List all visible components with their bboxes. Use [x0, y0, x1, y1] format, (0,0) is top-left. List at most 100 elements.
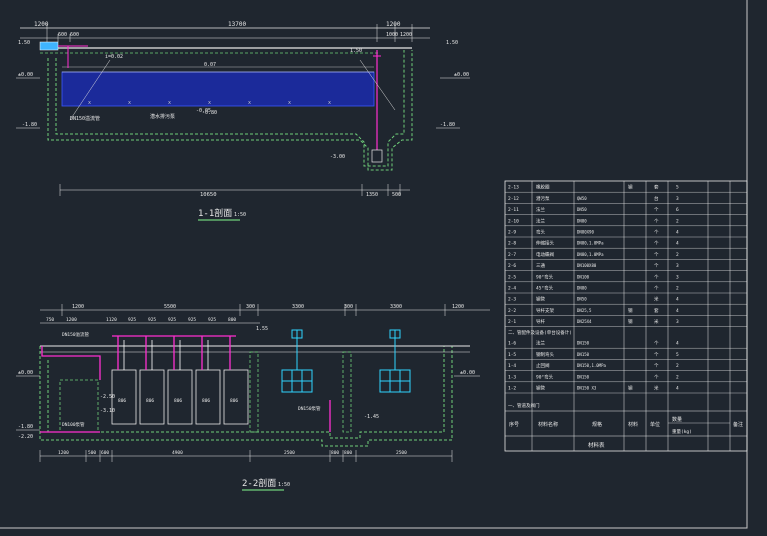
table-cell: 4 [676, 241, 679, 247]
table-cell: 止回阀 [536, 362, 550, 369]
table-cell: DN80,1.0MPa [577, 241, 604, 246]
table-cell: DN150 X3 [577, 386, 597, 391]
s2-dim-top-0: 1200 [72, 304, 84, 310]
table-cell: 3 [676, 319, 679, 325]
svg-text:x: x [208, 100, 211, 106]
table-cell: DN80 [577, 218, 587, 223]
s2-dim-sub-3: 925 [128, 317, 136, 323]
table-cell: 2-10 [508, 218, 519, 224]
table-cell: 4 [676, 297, 679, 303]
s1-note-pump: 潜水排污泵 [150, 113, 175, 120]
table-cell: 2-7 [508, 252, 516, 258]
table-cell: 2-3 [508, 297, 516, 303]
s2-dim-top-1: 5500 [164, 304, 176, 310]
section-2-2: 1200 5500 300 3300 300 3300 1200 750 120… [16, 304, 490, 491]
s1-elev-left: ±0.00 [18, 72, 33, 78]
table-cell: QW50 [577, 196, 587, 201]
table-cell: 套 [654, 184, 659, 191]
s2-dim-sub-6: 925 [188, 317, 196, 323]
table-cell: 法兰 [536, 340, 545, 347]
s2-dim-bottom-3: 4900 [172, 450, 183, 456]
s2-dim-bottom-2: 600 [101, 450, 109, 456]
s2-dim-sub-4: 925 [148, 317, 156, 323]
table-cell: 2-8 [508, 241, 516, 247]
svg-text:x: x [288, 100, 291, 106]
table-cell: DN150,1.0MPa [577, 363, 606, 368]
svg-text:x: x [88, 100, 91, 106]
table-cell: 2-6 [508, 263, 516, 269]
table-section-a: 二、管配件及设备(单台设备计) [508, 329, 572, 336]
table-header-4: 单位 [650, 421, 660, 428]
table-cell: 2 [676, 218, 679, 224]
s1-scale: 1:50 [234, 212, 246, 218]
s1-title: 1-1剖面 [198, 207, 232, 219]
table-cell: 2 [676, 374, 679, 380]
table-cell: 个 [654, 363, 659, 369]
table-cell: 2 [676, 363, 679, 369]
s2-dim-top-2: 300 [246, 304, 255, 310]
table-cell: 导杆支架 [536, 307, 554, 314]
table-cell: 三通 [536, 262, 545, 269]
table-cell: 橡胶圈 [536, 184, 550, 191]
s1-dim-top-0: 1200 [34, 21, 49, 28]
s2-dim-bottom-6: 800 [344, 450, 352, 456]
table-header-2: 规格 [592, 421, 602, 428]
s2-elev-mid2: -2.50 [100, 394, 115, 400]
table-cell: 米 [654, 385, 659, 392]
table-header-5: 数量 [672, 416, 682, 423]
table-cell: 3 [676, 274, 679, 280]
table-cell: 2-2 [508, 308, 516, 314]
table-cell: 5 [676, 185, 679, 191]
table-cell: 米 [654, 296, 659, 303]
table-cell: 3 [676, 196, 679, 202]
table-cell: 米 [654, 318, 659, 325]
s2-elev-low-left2: -2.20 [18, 434, 33, 440]
s2-dim-top-6: 1200 [452, 304, 464, 310]
table-cell: 法兰 [536, 206, 545, 213]
table-cell: 1-6 [508, 341, 516, 347]
s1-elev-top-right: 1.50 [446, 40, 458, 46]
frame-border [0, 0, 748, 529]
table-cell: 钢制弯头 [536, 351, 554, 358]
table-cell: 导杆 [536, 318, 545, 325]
table-subheader: 重量(kg) [672, 428, 692, 435]
s2-title: 2-2剖面 [242, 477, 276, 489]
s2-cell-4: 806 [230, 398, 238, 404]
s2-dim-bottom-4: 2500 [284, 450, 295, 456]
table-header-3: 材料 [628, 421, 638, 428]
s1-elev-low-left: -1.80 [22, 122, 37, 128]
s2-dim-sub-7: 925 [208, 317, 216, 323]
s1-note-slope: i=0.02 [105, 54, 123, 60]
table-cell: 4 [676, 230, 679, 236]
table-header-0: 序号 [509, 421, 519, 428]
s2-elev-mid: -3.10 [100, 408, 115, 414]
table-cell: 90°弯头 [536, 373, 554, 380]
s2-dim-sub-5: 925 [168, 317, 176, 323]
s2-elev-right: ±0.00 [460, 370, 475, 376]
s1-elev-low-right: -1.80 [440, 122, 455, 128]
table-cell: 电动蝶阀 [536, 251, 554, 258]
table-cell: 个 [654, 207, 659, 213]
table-cell: DN25,5 [577, 308, 592, 313]
table-cell: 1-4 [508, 363, 516, 369]
table-cell: 个 [654, 341, 659, 347]
table-cell: 法兰 [536, 217, 545, 224]
table-header-1: 材料名称 [538, 421, 558, 428]
table-cell: 2-12 [508, 196, 519, 202]
svg-text:x: x [248, 100, 251, 106]
table-cell: 4 [676, 341, 679, 347]
table-cell: DN150 [577, 374, 590, 379]
table-cell: 个 [654, 374, 659, 380]
table-cell: 1-5 [508, 352, 516, 358]
table-cell: 钢 [628, 184, 633, 191]
s2-elev-right-low: -1.45 [364, 414, 379, 420]
table-cell: DN100 [577, 274, 590, 279]
table-cell: 伸缩接头 [536, 240, 554, 247]
table-cell: DN80,1.0MPa [577, 252, 604, 257]
table-cell: DN150 [577, 352, 590, 357]
s2-cell-2: 806 [174, 398, 182, 404]
table-cell: 弯头 [536, 229, 545, 236]
table-cell: 个 [654, 286, 659, 292]
